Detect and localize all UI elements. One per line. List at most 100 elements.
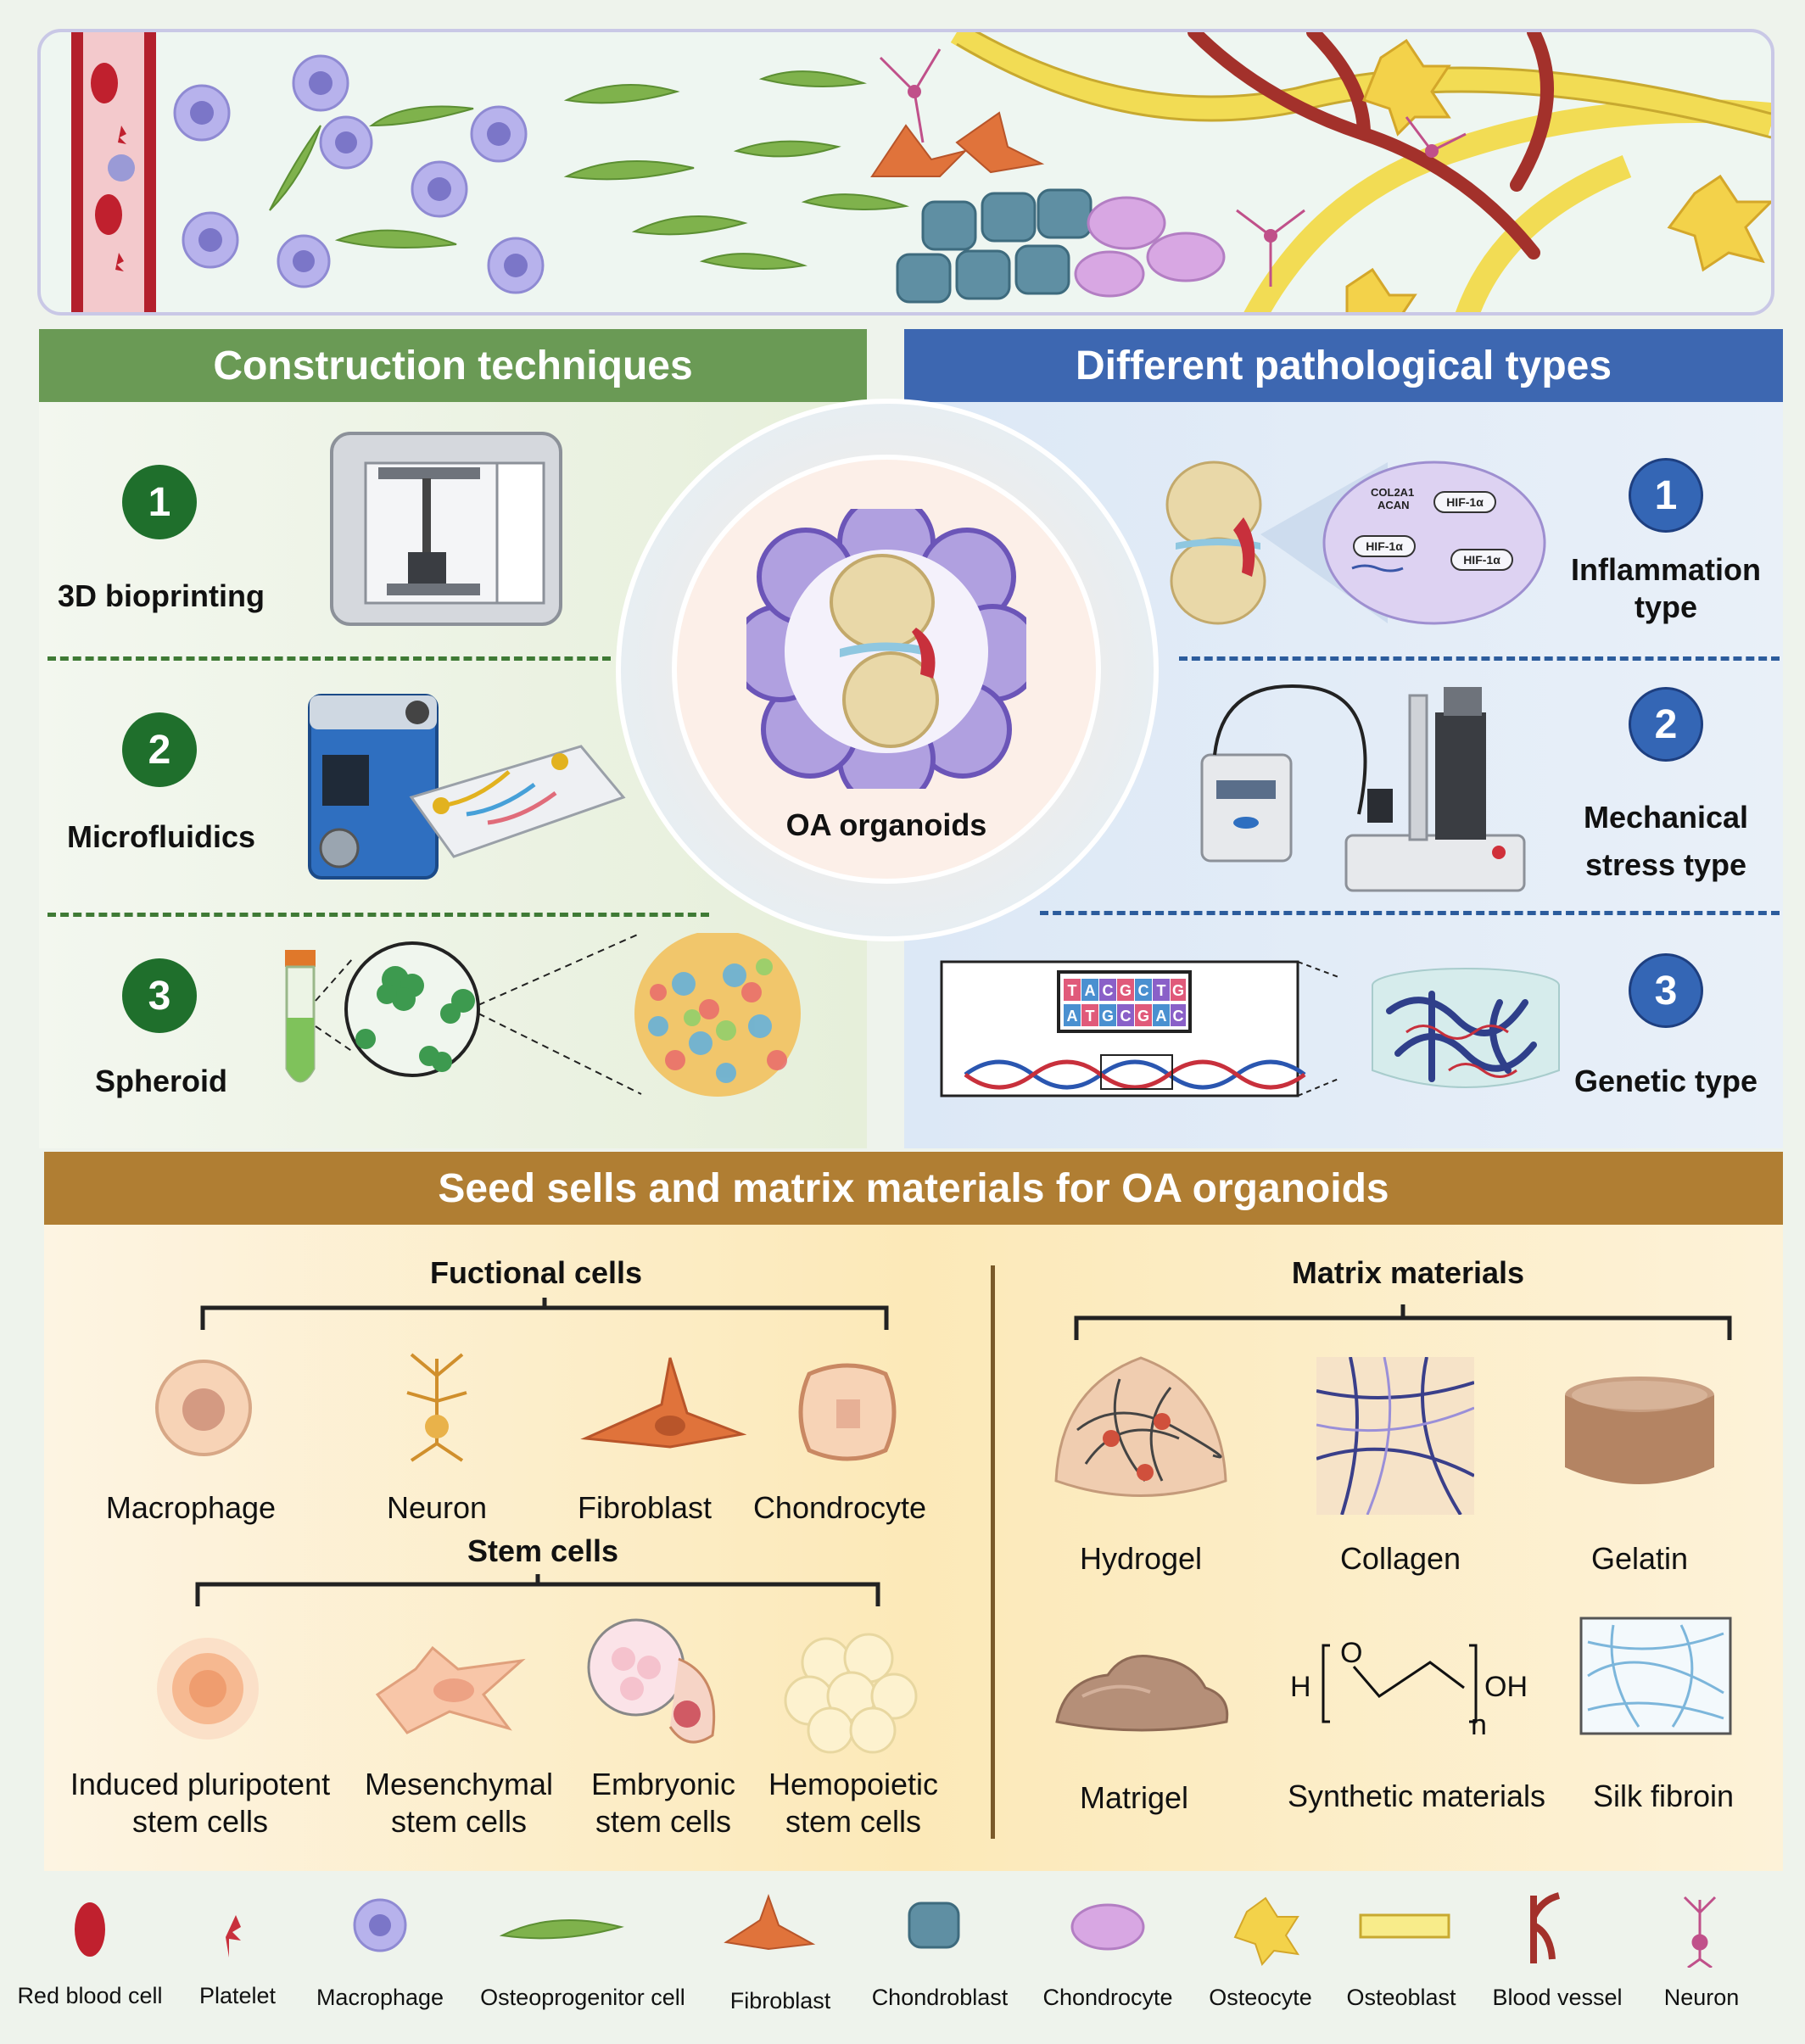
collagen-material-icon	[1316, 1357, 1474, 1515]
stem-label-esc: Embryonic stem cells	[570, 1766, 757, 1840]
pathological-header-text: Different pathological types	[1075, 343, 1612, 388]
matrix-label-collagen: Collagen	[1339, 1541, 1461, 1576]
pathological-number-3: 3	[1629, 953, 1703, 1028]
pathological-label-mechanical: Mechanical stress type	[1552, 794, 1780, 889]
red-blood-cell-icon	[75, 1902, 105, 1957]
genetic-illustration: T A C G C T G A T G C G A C	[940, 960, 1560, 1097]
stem-label-ipsc-text: Induced pluripotent stem cells	[70, 1767, 331, 1839]
inflammation-acan: ACAN	[1378, 499, 1410, 511]
hsc-cell-icon	[784, 1633, 918, 1754]
platelet-icon	[226, 1915, 241, 1957]
legend-icons	[75, 1892, 1717, 1968]
formula-o: O	[1340, 1637, 1362, 1669]
silk-fibroin-material-icon	[1579, 1617, 1732, 1735]
fibroblast-cell-icon	[580, 1357, 746, 1449]
functional-label-neuron: Neuron	[386, 1490, 488, 1525]
tissue-illustration	[71, 32, 1771, 312]
esc-cell-icon	[587, 1618, 716, 1744]
legend-label-fibroblast: Fibroblast	[729, 1988, 831, 2013]
pathological-number-1: 1	[1629, 458, 1703, 533]
legend-label-chondroblast: Chondroblast	[871, 1985, 1009, 2010]
construction-divider-1	[48, 656, 611, 661]
blood-vessel-icon	[1530, 1892, 1561, 1963]
functional-cells-title: Fuctional cells	[429, 1255, 643, 1290]
formula-h: H	[1290, 1671, 1311, 1703]
pathological-label-genetic: Genetic type	[1573, 1064, 1758, 1098]
matrix-label-gelatin: Gelatin	[1590, 1541, 1689, 1576]
chondrocyte-cell-icon	[798, 1363, 897, 1461]
pathological-divider-2	[1040, 911, 1780, 915]
inflammation-col2a1: COL2A1	[1371, 486, 1414, 499]
stem-label-msc: Mesenchymal stem cells	[353, 1766, 565, 1840]
ipsc-cell-icon	[157, 1638, 259, 1740]
legend-label-osteoprogenitor: Osteoprogenitor cell	[480, 1985, 685, 2010]
gene-letter-1: T	[1068, 982, 1077, 999]
hydrogel-material-icon	[1054, 1356, 1227, 1497]
stem-label-esc-text: Embryonic stem cells	[590, 1767, 736, 1839]
pathological-label-inflammation: Inflammation type	[1552, 551, 1780, 626]
legend-label-chondrocyte: Chondrocyte	[1042, 1985, 1173, 2010]
fibroblast-icon	[724, 1894, 816, 1951]
construction-number-3: 3	[122, 958, 197, 1033]
matrix-label-silk-fibroin: Silk fibroin	[1592, 1779, 1735, 1813]
pathological-header: Different pathological types	[904, 329, 1783, 402]
legend-label-neuron: Neuron	[1663, 1985, 1740, 2010]
stem-label-ipsc: Induced pluripotent stem cells	[56, 1766, 344, 1840]
matrix-label-hydrogel: Hydrogel	[1079, 1541, 1203, 1576]
spheroid-illustration	[285, 933, 801, 1097]
gene-letter-6: T	[1157, 982, 1166, 999]
chondrocyte-icon	[1070, 1903, 1145, 1951]
matrigel-material-icon	[1055, 1655, 1229, 1732]
stem-cells-title: Stem cells	[467, 1533, 619, 1568]
functional-label-fibroblast: Fibroblast	[577, 1490, 712, 1525]
gene-letter-8: A	[1067, 1008, 1078, 1025]
gene-letter-7: G	[1172, 982, 1184, 999]
bioprinter-icon	[330, 432, 562, 626]
seed-vertical-divider	[991, 1265, 995, 1839]
pathological-divider-1	[1179, 656, 1780, 661]
pathological-label-inflammation-text: Inflammation type	[1570, 552, 1761, 624]
pathological-number-2: 2	[1629, 687, 1703, 762]
macrophage-icon	[353, 1898, 407, 1952]
construction-header-text: Construction techniques	[213, 343, 693, 388]
tissue-banner	[37, 29, 1774, 316]
osteoblast-icon	[1359, 1913, 1450, 1939]
functional-cells-bracket	[200, 1298, 889, 1330]
gelatin-material-icon	[1565, 1377, 1714, 1484]
matrix-label-synthetic: Synthetic materials	[1287, 1779, 1546, 1813]
neuron-cell-icon	[406, 1353, 467, 1462]
chondroblast-icon	[908, 1902, 960, 1949]
construction-divider-2	[48, 913, 709, 917]
gene-letter-11: C	[1120, 1008, 1132, 1025]
gene-letter-4: G	[1120, 982, 1132, 999]
legend-label-osteocyte: Osteocyte	[1209, 1985, 1312, 2010]
legend-label-platelet: Platelet	[198, 1983, 277, 2008]
neuron-icon	[1683, 1896, 1717, 1968]
gene-letter-10: G	[1102, 1008, 1114, 1025]
functional-label-macrophage: Macrophage	[105, 1490, 277, 1525]
matrix-label-matrigel: Matrigel	[1079, 1780, 1189, 1815]
construction-number-1: 1	[122, 465, 197, 539]
seed-panel-bg	[44, 1225, 1783, 1871]
microfluidics-device-icon	[308, 694, 626, 880]
mechanical-tester-illustration	[1200, 684, 1526, 892]
seed-header-text: Seed sells and matrix materials for OA o…	[438, 1165, 1389, 1211]
inflammation-hif-c: HIF-1α	[1463, 553, 1500, 567]
stem-cells-bracket	[195, 1574, 880, 1606]
gene-letter-13: A	[1156, 1008, 1167, 1025]
legend-label-osteoblast: Osteoblast	[1346, 1985, 1456, 2010]
seed-header: Seed sells and matrix materials for OA o…	[44, 1152, 1783, 1225]
formula-n: n	[1471, 1709, 1487, 1741]
construction-label-spheroid: Spheroid	[94, 1064, 227, 1098]
stem-label-msc-text: Mesenchymal stem cells	[364, 1767, 554, 1839]
oa-organoid-illustration	[746, 509, 1026, 789]
gene-letter-5: C	[1138, 982, 1149, 999]
inflammation-hif-a: HIF-1α	[1446, 495, 1484, 509]
macrophage-cell-icon	[155, 1360, 252, 1456]
legend-label-macrophage: Macrophage	[316, 1985, 444, 2010]
inflammation-illustration: COL2A1 ACAN HIF-1α HIF-1α HIF-1α	[1165, 461, 1546, 625]
legend-label-blood-vessel: Blood vessel	[1492, 1985, 1623, 2010]
gene-letter-2: A	[1085, 982, 1096, 999]
gene-letter-12: G	[1137, 1008, 1149, 1025]
inflammation-hif-b: HIF-1α	[1366, 539, 1403, 553]
